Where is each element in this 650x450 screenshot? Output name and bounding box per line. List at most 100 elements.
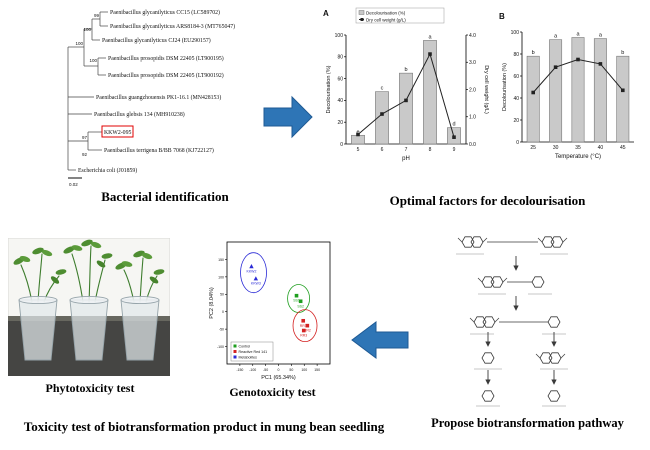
taxon-label: Paenibacillus glycanilyticus CC15 (LC589… [110, 9, 220, 16]
bar [399, 72, 413, 145]
bar-letter: b [404, 67, 407, 73]
y-tick-label: 80 [337, 55, 343, 61]
panel-letter: B [499, 12, 505, 21]
phylogenetic-tree: Paenibacillus glycanilyticus CC15 (LC589… [67, 9, 235, 187]
y-tick-label: 40 [337, 98, 343, 104]
taxon-label: Paenibacillus glycanilyticus CJ24 (EU290… [102, 37, 211, 44]
legend-swatch [233, 355, 237, 359]
legend-label: Decolourisation (%) [366, 11, 406, 16]
bar-letter: b [621, 50, 624, 56]
bar-letter: a [428, 34, 432, 40]
cluster-ellipse [240, 252, 267, 294]
charts-caption: Optimal factors for decolourisation [389, 193, 586, 208]
y-axis-title: Decolourisation (%) [326, 65, 332, 113]
seedlings [13, 239, 165, 303]
x-tick-label: 7 [405, 147, 408, 153]
legend-label: Dry cell weight (g/L) [366, 18, 406, 23]
bar [375, 91, 389, 145]
line-marker [531, 90, 535, 95]
x-tick-label: -100 [249, 368, 256, 372]
point-label: RR3 [300, 334, 307, 338]
point-label: RR2 [304, 329, 311, 333]
arrow-right-shape [263, 95, 313, 139]
y-tick-label: 0 [222, 310, 224, 314]
bar [616, 55, 630, 143]
x-tick-label: 5 [357, 147, 360, 153]
taxon-label: Paenibacillus prosopidis DSM 22405 (LT90… [108, 72, 224, 79]
bar [423, 40, 437, 145]
arrow-right-icon [263, 95, 313, 139]
line-marker [576, 57, 580, 62]
data-point [249, 264, 254, 269]
point-label: RR1 [300, 324, 307, 328]
y-tick-label: 150 [218, 258, 224, 262]
legend-swatch [233, 350, 237, 353]
bar-letter: c [381, 86, 384, 92]
panel-letter: A [323, 9, 329, 18]
bootstrap-value: 100 [75, 41, 83, 46]
x-tick-label: 6 [381, 147, 384, 153]
y-tick-label: -100 [217, 345, 224, 349]
bar [549, 39, 563, 143]
x-tick-label: -50 [263, 368, 268, 372]
y-tick-label: 60 [337, 76, 343, 82]
legend-swatch [233, 344, 237, 348]
x-axis-title: pH [402, 156, 410, 162]
data-point [253, 276, 259, 281]
bar [571, 37, 585, 143]
y-tick-label: 60 [513, 74, 519, 80]
point-label: KKW3 [251, 282, 261, 286]
bar [526, 55, 540, 143]
y-tick-label: 50 [220, 293, 224, 297]
line-marker [621, 88, 625, 93]
phytotoxicity-photo [8, 238, 170, 376]
data-point [301, 328, 306, 333]
y-axis-title: PC2 (8.04%) [209, 287, 215, 319]
legend-marker [360, 18, 364, 21]
y2-tick-label: 3.0 [469, 60, 476, 66]
data-point [305, 323, 310, 328]
data-point [301, 318, 306, 323]
bootstrap-value: 100 [83, 27, 91, 32]
arrow-left-shape [351, 321, 409, 359]
line-marker [452, 135, 456, 139]
y-tick-label: -50 [219, 328, 224, 332]
y2-tick-label: 1.0 [469, 115, 476, 121]
x-tick-label: 30 [553, 145, 559, 151]
x-tick-label: -150 [236, 368, 243, 372]
point-label: SS2 [297, 304, 304, 308]
y2-tick-label: 2.0 [469, 87, 476, 93]
tree-caption: Bacterial identification [101, 189, 229, 204]
y-tick-label: 0 [340, 142, 343, 148]
taxon-label: Paenibacillus glebsis 134 (MH910238) [94, 111, 185, 118]
legend-swatch [358, 10, 365, 15]
bar-letter: a [576, 32, 580, 38]
cups [18, 295, 160, 361]
arrow-left-icon [351, 321, 409, 359]
point-label: SS1 [293, 299, 300, 303]
y-axis-title: Decolourisation (%) [502, 63, 508, 111]
taxon-label: Paenibacillus guangzhouensis PK1-16.1 (M… [96, 94, 221, 101]
x-tick-label: 0 [278, 368, 280, 372]
y-tick-label: 20 [513, 118, 519, 124]
y-tick-label: 0 [516, 140, 519, 146]
bar-letter: b [532, 50, 535, 56]
legend-label: Metabolites [239, 355, 258, 359]
line-marker [356, 132, 360, 137]
data-point [298, 299, 303, 304]
scale-label: 0.02 [69, 182, 78, 187]
bar [593, 38, 607, 143]
chart-panel-a: 0204060801005e6c7b8a9dpHDecolourisation … [323, 7, 489, 162]
bootstrap-value: 99 [94, 13, 100, 18]
line-marker [404, 98, 408, 103]
taxon-label: Paenibacillus prosopidis DSM 22405 (LT90… [108, 55, 224, 62]
line-marker [380, 112, 384, 116]
biotransformation-pathway [456, 226, 568, 407]
pca-caption: Genotoxicity test [229, 385, 316, 399]
bootstrap-value: 92 [82, 152, 88, 157]
x-tick-label: 8 [429, 147, 432, 153]
line-marker [598, 62, 603, 66]
